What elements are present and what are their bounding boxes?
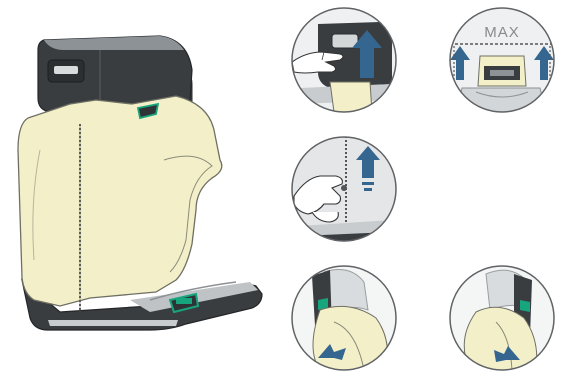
step-cover-zipper bbox=[290, 135, 400, 250]
side-latch bbox=[520, 300, 530, 312]
max-label: MAX bbox=[484, 24, 520, 41]
step-cover-right bbox=[450, 264, 560, 373]
step-cover-left bbox=[290, 264, 400, 373]
seat-cover bbox=[18, 96, 222, 306]
step-headrest-release bbox=[290, 6, 400, 116]
booster-seat-illustration bbox=[18, 36, 262, 330]
step-headrest-max-height: MAX bbox=[450, 6, 560, 116]
